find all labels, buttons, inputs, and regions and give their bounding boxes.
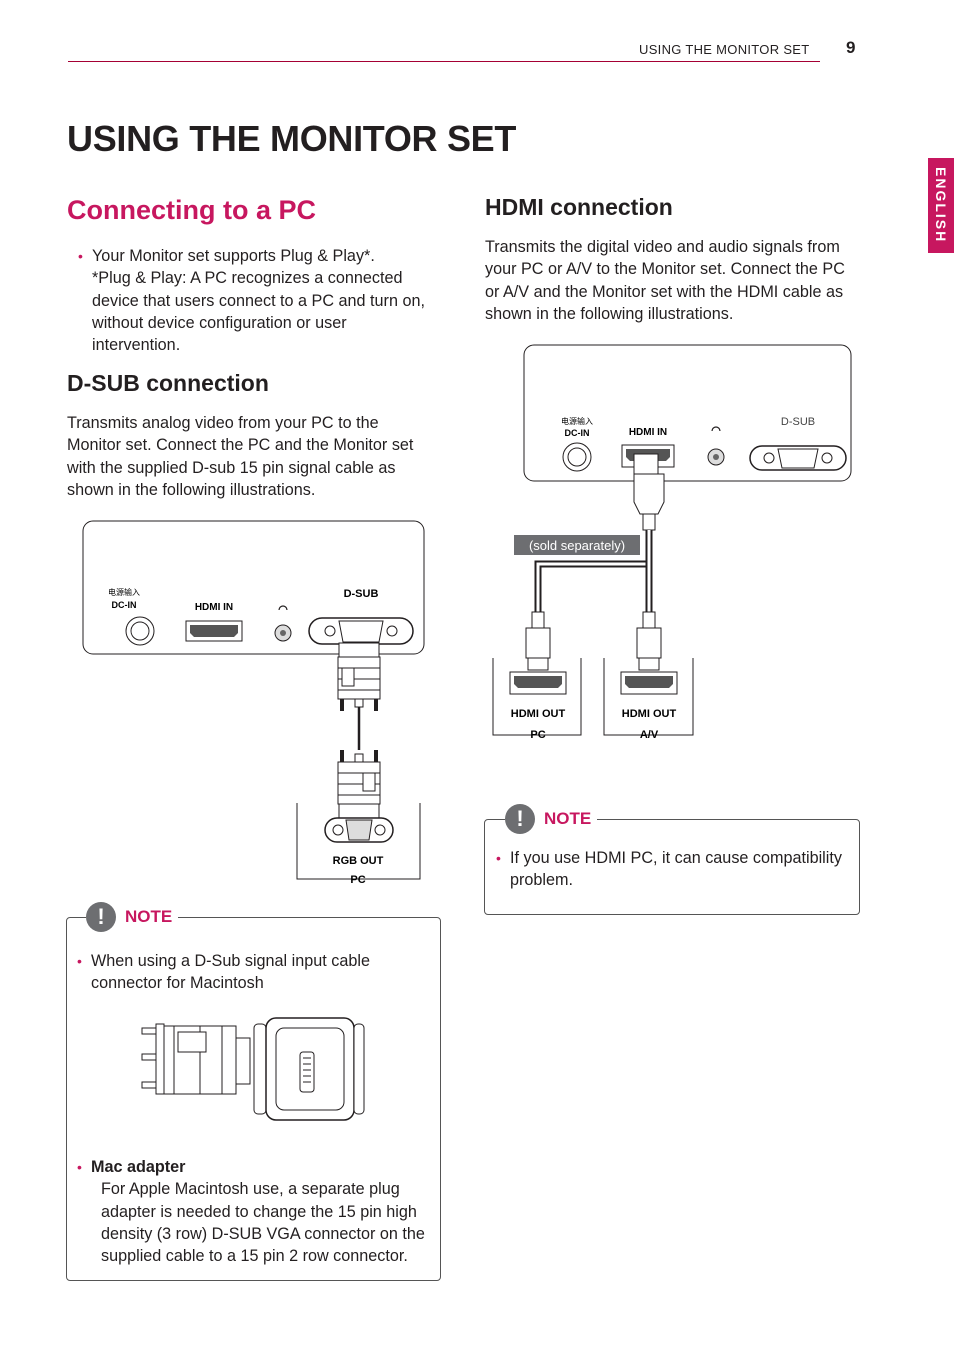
sold-separately-badge: [514, 535, 640, 555]
sold-separately-label: (sold separately): [529, 538, 625, 553]
rgb-out-port-icon: [324, 817, 394, 843]
port-dcin-cn: 电源输入: [561, 416, 593, 426]
dsub-plug-side-icon: [141, 1023, 251, 1095]
note-label: NOTE: [544, 809, 594, 829]
port-hdmi-label: HDMI IN: [195, 602, 233, 613]
hdmi-out-av-port-icon: [620, 671, 678, 695]
dsub-connection-diagram: 电源输入 DC-IN HDMI IN D-SUB: [82, 520, 425, 886]
mac-adapter-text: For Apple Macintosh use, a separate plug…: [101, 1180, 425, 1266]
av-outline: [603, 658, 694, 736]
hdmi-compat-bullet: • If you use HDMI PC, it can cause compa…: [496, 847, 848, 892]
mac-cable-text: When using a D-Sub signal input cable co…: [91, 952, 370, 993]
pc-label: PC: [530, 729, 545, 741]
dsub-note-header: ! NOTE: [86, 902, 179, 932]
headphone-port-icon: [707, 426, 725, 466]
running-header: USING THE MONITOR SET: [639, 42, 810, 57]
port-dcin-label: DC-IN: [112, 600, 137, 610]
pc-outline: [492, 658, 582, 736]
port-dcin-cn: 电源输入: [108, 587, 140, 597]
page-title: USING THE MONITOR SET: [67, 118, 517, 159]
mac-adapter-illustration: [141, 1017, 365, 1121]
dsub-description: Transmits analog video from your PC to t…: [67, 414, 414, 499]
port-dsub-label: D-SUB: [781, 416, 815, 428]
port-hdmi-label: HDMI IN: [629, 427, 667, 438]
hdmi-description: Transmits the digital video and audio si…: [485, 238, 845, 323]
hdmi-title: HDMI connection: [485, 194, 673, 220]
dc-in-port-icon: [562, 442, 592, 472]
dsub-port-icon: [749, 445, 847, 471]
dsub-cable-plug-bottom: [337, 750, 381, 819]
bullet-dot: •: [78, 248, 83, 264]
hdmi-out-pc-port-icon: [509, 671, 567, 695]
port-dsub-label: D-SUB: [344, 588, 379, 600]
bullet-dot: •: [77, 1159, 82, 1175]
exclamation-icon: !: [86, 902, 116, 932]
bullet-dot: •: [77, 953, 82, 969]
hdmi-compat-text: If you use HDMI PC, it can cause compati…: [510, 849, 842, 890]
plug-and-play-bullet: • Your Monitor set supports Plug & Play*…: [78, 245, 428, 356]
dsub-port-icon: [308, 617, 414, 645]
plug-and-play-text: Your Monitor set supports Plug & Play*.: [92, 247, 375, 265]
hdmi-out-pc-label: HDMI OUT: [511, 708, 566, 720]
mac-adapter-icon: [253, 1017, 365, 1121]
mac-adapter-bullet: • Mac adapter For Apple Macintosh use, a…: [77, 1156, 427, 1267]
pc-label: PC: [350, 874, 365, 886]
page-number: 9: [846, 38, 856, 57]
hdmi-note-box: [484, 819, 860, 915]
pc-outline: [296, 803, 421, 880]
section-title-connecting: Connecting to a PC: [67, 195, 316, 225]
mac-adapter-title: Mac adapter: [91, 1158, 186, 1176]
rgb-out-label: RGB OUT: [333, 855, 384, 867]
dsub-title: D-SUB connection: [67, 370, 269, 396]
language-tab-label: ENGLISH: [933, 167, 949, 244]
dsub-cable-plug-top: [337, 642, 381, 711]
port-dcin-label: DC-IN: [565, 428, 590, 438]
exclamation-icon: !: [505, 804, 535, 834]
hdmi-plug-av: [636, 611, 662, 671]
language-tab: ENGLISH: [928, 158, 954, 253]
plug-and-play-definition: *Plug & Play: A PC recognizes a connecte…: [92, 269, 425, 355]
av-label: A/V: [640, 729, 659, 741]
mac-cable-bullet: • When using a D-Sub signal input cable …: [77, 950, 407, 995]
headphone-port-icon: [274, 605, 292, 642]
hdmi-in-port-icon: [185, 620, 243, 642]
note-label: NOTE: [125, 907, 175, 927]
hdmi-note-header: ! NOTE: [505, 804, 598, 834]
bullet-dot: •: [496, 850, 501, 866]
hdmi-out-av-label: HDMI OUT: [622, 708, 677, 720]
hdmi-plug-pc: [525, 611, 551, 671]
hdmi-connection-diagram: 电源输入 DC-IN HDMI IN D-SUB (sold separatel…: [492, 344, 852, 741]
header-rule: [68, 61, 820, 62]
dc-in-port-icon: [125, 616, 155, 646]
